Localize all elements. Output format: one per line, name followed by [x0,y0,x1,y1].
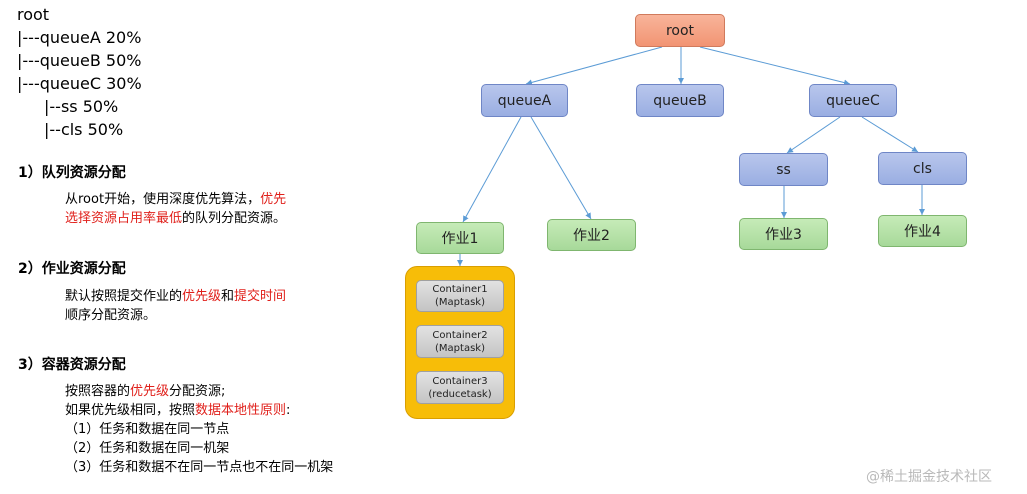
node-job3: 作业3 [739,218,828,250]
body-text: 和 [221,289,235,304]
container-3-type: (reducetask) [428,388,492,400]
body-text: （3）任务和数据不在同一节点也不在同一机架 [65,460,334,475]
node-job1: 作业1 [416,222,504,254]
node-queueC: queueC [809,84,897,117]
node-queueB: queueB [636,84,724,117]
section-1-body: 从root开始，使用深度优先算法，优先选择资源占用率最低的队列分配资源。 [65,190,286,228]
container-2-name: Container2 [432,329,488,341]
watermark-text: @稀土掘金技术社区 [866,469,992,485]
node-queueA: queueA [481,84,568,117]
body-text: （2）任务和数据在同一机架 [65,441,230,456]
section-1-title: 1）队列资源分配 [18,165,126,181]
body-text: 分配资源; [169,384,226,399]
body-text: 顺序分配资源。 [65,308,157,323]
section-2-line: 默认按照提交作业的优先级和提交时间 [65,287,286,306]
section-3-line: 按照容器的优先级分配资源; [65,382,333,401]
node-job2: 作业2 [547,219,636,251]
edge-queueC-ss [786,116,841,154]
container-1-name: Container1 [432,284,488,295]
container-1: Container1 (Maptask) [416,280,504,312]
node-ss: ss [739,153,828,186]
body-text: 从root开始，使用深度优先算法， [65,192,261,207]
tree-cls-text: |--cls 50% [44,120,124,139]
tree-queueC-text: |---queueC 30% [17,74,142,93]
node-root: root [635,14,725,47]
highlight-text: 优先级 [130,384,170,399]
body-text: 按照容器的 [65,384,131,399]
container-3-name: Container3 [432,375,488,387]
section-3-line: （1）任务和数据在同一节点 [65,420,333,439]
section-1-line: 选择资源占用率最低的队列分配资源。 [65,209,286,228]
section-1-line: 从root开始，使用深度优先算法，优先 [65,190,286,209]
section-3-line: （2）任务和数据在同一机架 [65,439,333,458]
section-3-body: 按照容器的优先级分配资源;如果优先级相同，按照数据本地性原则:（1）任务和数据在… [65,382,333,477]
tree-queueA-text: |---queueA 20% [17,28,142,47]
section-3-line: （3）任务和数据不在同一节点也不在同一机架 [65,458,333,477]
body-text: 的队列分配资源。 [182,211,287,226]
edge-root-queueC [699,46,851,86]
container-3: Container3 (reducetask) [416,371,504,404]
tree-root-text: root [17,5,50,24]
body-text: 如果优先级相同，按照 [65,403,196,418]
node-cls: cls [878,152,967,185]
container-2: Container2 (Maptask) [416,325,504,358]
body-text: : [286,403,291,418]
node-job4: 作业4 [878,215,967,247]
section-3-line: 如果优先级相同，按照数据本地性原则: [65,401,333,420]
edge-queueA-job1 [462,116,522,223]
container-2-type: (Maptask) [435,342,485,354]
section-2-title: 2）作业资源分配 [18,261,126,277]
edge-root-queueA [525,46,663,86]
body-text: （1）任务和数据在同一节点 [65,422,230,437]
section-2-body: 默认按照提交作业的优先级和提交时间顺序分配资源。 [65,287,286,325]
body-text: 默认按照提交作业的 [65,289,183,304]
edge-queueA-job2 [530,116,592,220]
edge-queueC-cls [861,116,919,153]
section-2-line: 顺序分配资源。 [65,306,286,325]
highlight-text: 数据本地性原则 [195,403,287,418]
tree-queueB-text: |---queueB 50% [17,51,142,70]
container-1-type: (Maptask) [435,297,485,308]
highlight-text: 提交时间 [234,289,287,304]
highlight-text: 优先级 [182,289,222,304]
section-3-title: 3）容器资源分配 [18,357,126,373]
highlight-text: 优先 [260,192,287,207]
tree-ss-text: |--ss 50% [44,97,119,116]
highlight-text: 选择资源占用率最低 [65,211,183,226]
